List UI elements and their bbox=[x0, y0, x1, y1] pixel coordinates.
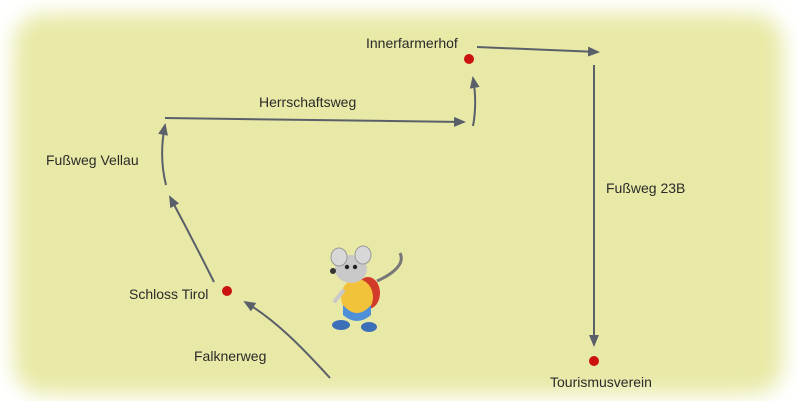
place-label-schloss-tirol: Schloss Tirol bbox=[129, 286, 209, 302]
route-schloss-to-vellau bbox=[169, 195, 215, 283]
path-label-falknerweg: Falknerweg bbox=[194, 348, 267, 364]
route-innerfarmerhof-east bbox=[476, 46, 600, 57]
marker-innerfarmerhof bbox=[464, 54, 474, 64]
route-up-to-innerfarmerhof bbox=[469, 76, 480, 127]
place-label-tourismusverein: Tourismusverein bbox=[550, 374, 652, 390]
marker-tourismusverein bbox=[589, 356, 599, 366]
place-label-innerfarmerhof: Innerfarmerhof bbox=[366, 35, 458, 51]
map-background bbox=[14, 14, 783, 394]
path-label-fussweg-23b: Fußweg 23B bbox=[606, 180, 686, 196]
route-herrschaftsweg bbox=[164, 116, 466, 127]
path-label-herrschaftsweg: Herrschaftsweg bbox=[259, 94, 357, 110]
mouse-hiker-icon bbox=[330, 245, 403, 332]
path-label-fussweg-vellau: Fußweg Vellau bbox=[46, 152, 139, 168]
route-falknerweg bbox=[243, 300, 331, 379]
marker-schloss-tirol bbox=[222, 286, 232, 296]
route-fussweg-vellau bbox=[158, 123, 168, 186]
